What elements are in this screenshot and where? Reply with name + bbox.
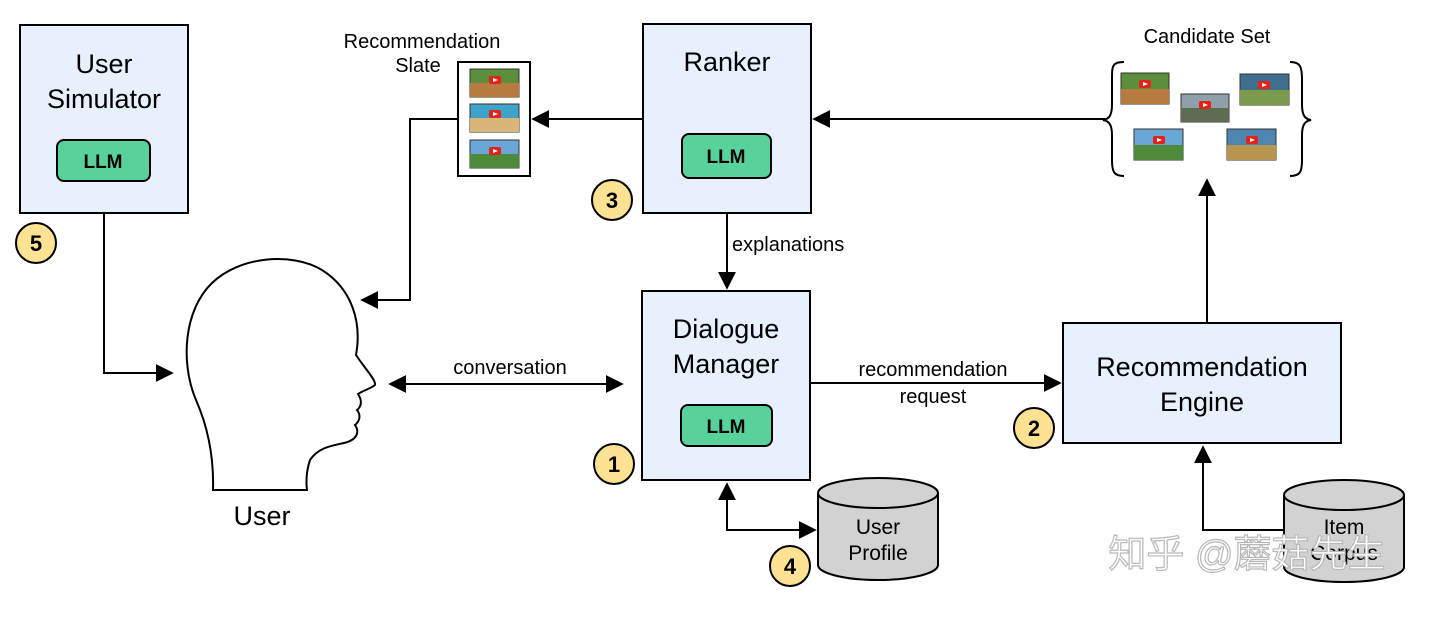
recommendation-engine-box: Recommendation Engine — [1062, 322, 1342, 444]
slate-thumbnail-2 — [469, 103, 520, 133]
watermark-text: 知乎 @蘑菇先生 — [1108, 534, 1385, 576]
slate-label-line2: Slate — [395, 55, 441, 77]
user-simulator-title-line1: User — [75, 49, 132, 79]
user-simulator-title-line2: Simulator — [47, 84, 161, 114]
svg-text:5: 5 — [30, 231, 42, 256]
ranker-title: Ranker — [683, 47, 770, 77]
svg-text:1: 1 — [608, 452, 620, 477]
recommendation-engine-title-line2: Engine — [1160, 387, 1244, 417]
right-brace — [1289, 61, 1312, 177]
candidate-thumbnail-2 — [1180, 93, 1230, 123]
explanations-label: explanations — [732, 234, 844, 256]
slate-thumbnail-1 — [469, 68, 520, 98]
arrow-corpus-to-engine — [1194, 445, 1284, 531]
recommendation-request-label-line2: request — [900, 386, 967, 408]
svg-text:3: 3 — [606, 188, 618, 213]
conversation-label: conversation — [453, 357, 566, 379]
badge-2: 2 — [1013, 407, 1055, 449]
svg-text:2: 2 — [1028, 416, 1040, 441]
candidate-thumbnail-3 — [1239, 73, 1290, 106]
user-simulator-llm-label: LLM — [83, 152, 122, 173]
badge-5: 5 — [15, 222, 57, 264]
dialogue-manager-title-line1: Dialogue — [673, 314, 780, 344]
arrow-simulator-to-user — [103, 214, 174, 382]
recommendation-request-label-line1: recommendation — [859, 359, 1008, 381]
recommendation-slate: Recommendation Slate — [344, 31, 531, 177]
arrow-slate-to-user — [360, 118, 457, 309]
item-corpus-label-line1: Item — [1324, 516, 1365, 539]
candidate-thumbnail-1 — [1120, 72, 1170, 105]
candidate-set-label: Candidate Set — [1144, 26, 1271, 48]
ranker-llm-label: LLM — [706, 147, 745, 168]
user-head-icon: User — [185, 258, 377, 531]
user-profile-database: User Profile — [817, 477, 939, 581]
slate-thumbnail-3 — [469, 139, 520, 169]
ranker-box: Ranker LLM — [642, 23, 812, 214]
svg-text:4: 4 — [784, 554, 797, 579]
badge-3: 3 — [591, 179, 633, 221]
item-corpus-label-line2: Corpus — [1310, 542, 1378, 565]
user-label: User — [233, 501, 290, 531]
recommendation-engine-title-line1: Recommendation — [1096, 352, 1308, 382]
badge-4: 4 — [769, 545, 811, 587]
candidate-set: Candidate Set — [1102, 26, 1312, 177]
dialogue-manager-box: Dialogue Manager LLM — [641, 290, 811, 481]
badge-1: 1 — [593, 443, 635, 485]
user-profile-label-line1: User — [856, 516, 900, 539]
item-corpus-database: Item Corpus — [1283, 479, 1405, 583]
candidate-thumbnail-4 — [1133, 128, 1184, 161]
dialogue-manager-title-line2: Manager — [673, 349, 780, 379]
arrow-profile-dialogue-manager — [718, 482, 817, 539]
slate-label-line1: Recommendation — [344, 31, 501, 53]
user-simulator-box: User Simulator LLM — [19, 24, 189, 214]
dialogue-manager-llm-label: LLM — [706, 417, 745, 438]
user-profile-label-line2: Profile — [848, 542, 908, 565]
candidate-thumbnail-5 — [1226, 128, 1277, 161]
